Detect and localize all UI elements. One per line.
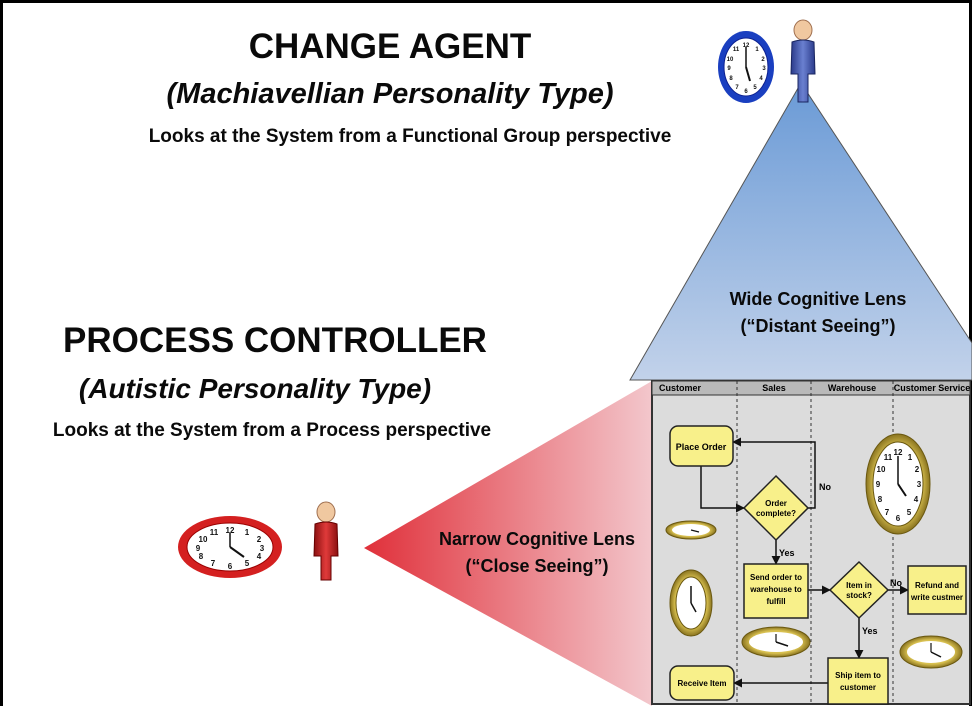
svg-text:2: 2 [257,535,262,544]
refund-box [907,565,967,615]
svg-text:1: 1 [908,453,913,462]
narrow-lens-label-2: (“Close Seeing”) [465,556,608,576]
wide-cognitive-lens-triangle [629,82,972,381]
wide-lens-label-1: Wide Cognitive Lens [730,289,907,309]
lane-warehouse: Warehouse [828,383,876,393]
send-order-label-3: fulfill [766,597,785,606]
wide-lens-label-2: (“Distant Seeing”) [740,316,895,336]
place-order-label: Place Order [676,442,727,452]
no-label: No [819,482,831,492]
svg-text:8: 8 [729,76,733,82]
refund-label-2: write custmer [910,593,963,602]
send-order-label-2: warehouse to [749,585,802,594]
ship-item-label-1: Ship item to [835,671,881,680]
svg-text:8: 8 [199,552,204,561]
item-in-stock-label-1: Item in [846,581,872,590]
receive-item-label: Receive Item [678,679,727,688]
svg-text:5: 5 [907,508,912,517]
svg-text:3: 3 [762,66,766,72]
gold-clock-icon [741,626,811,658]
yes-label: Yes [779,548,795,558]
item-in-stock-decision [828,560,890,620]
svg-text:1: 1 [755,47,759,53]
process-controller-person-icon [313,501,339,581]
svg-text:6: 6 [228,562,233,571]
receive-item-box [669,665,735,701]
change-agent-perspective: Looks at the System from a Functional Gr… [149,126,672,147]
swimlane-flowchart: Customer Sales Warehouse Customer Servic… [651,380,971,705]
lane-customer-service: Customer Service [894,383,971,393]
svg-text:10: 10 [199,535,208,544]
svg-text:8: 8 [878,495,883,504]
svg-text:4: 4 [914,495,919,504]
lane-customer: Customer [659,383,702,393]
order-complete-decision [742,474,810,542]
svg-text:9: 9 [196,544,201,553]
svg-text:4: 4 [257,552,262,561]
change-agent-title: CHANGE AGENT [249,27,532,66]
gold-clock-icon [665,520,717,540]
svg-text:6: 6 [896,514,901,523]
svg-text:10: 10 [877,465,886,474]
svg-text:11: 11 [210,528,219,537]
svg-text:3: 3 [260,544,265,553]
svg-text:12: 12 [894,448,903,457]
change-agent-person-icon [790,19,816,103]
refund-label-1: Refund and [915,581,959,590]
process-controller-title: PROCESS CONTROLLER [63,321,487,360]
yes-label: Yes [862,626,878,636]
svg-text:7: 7 [211,559,216,568]
svg-text:7: 7 [735,85,739,91]
ship-item-box [827,657,889,705]
svg-text:7: 7 [885,508,890,517]
svg-text:1: 1 [245,528,250,537]
gold-clock-icon [669,569,713,637]
send-order-box [743,563,809,619]
svg-text:5: 5 [753,85,757,91]
change-agent-personality: (Machiavellian Personality Type) [167,78,614,110]
svg-text:3: 3 [917,480,922,489]
svg-text:9: 9 [727,66,731,72]
svg-text:9: 9 [876,480,881,489]
narrow-cognitive-lens-triangle [364,381,652,706]
svg-text:12: 12 [743,43,750,49]
process-controller-personality: (Autistic Personality Type) [79,373,431,404]
lane-sales: Sales [762,383,786,393]
connector [732,437,816,509]
ship-item-label-2: customer [840,683,876,692]
connector [700,466,745,513]
svg-text:5: 5 [245,559,250,568]
send-order-label-1: Send order to [750,573,802,582]
process-controller-perspective: Looks at the System from a Process persp… [53,420,491,441]
order-complete-label-2: complete? [756,509,796,518]
svg-text:2: 2 [761,57,765,63]
gold-clock-icon [899,635,963,669]
no-label: No [890,578,902,588]
order-complete-label-1: Order [765,499,787,508]
svg-text:6: 6 [744,89,748,95]
svg-text:12: 12 [226,526,235,535]
svg-text:2: 2 [915,465,920,474]
svg-text:11: 11 [884,453,893,462]
svg-text:10: 10 [727,57,734,63]
svg-text:11: 11 [733,47,740,53]
svg-text:4: 4 [759,76,763,82]
narrow-lens-label-1: Narrow Cognitive Lens [439,529,635,549]
place-order-box [669,425,734,467]
item-in-stock-label-2: stock? [846,591,872,600]
